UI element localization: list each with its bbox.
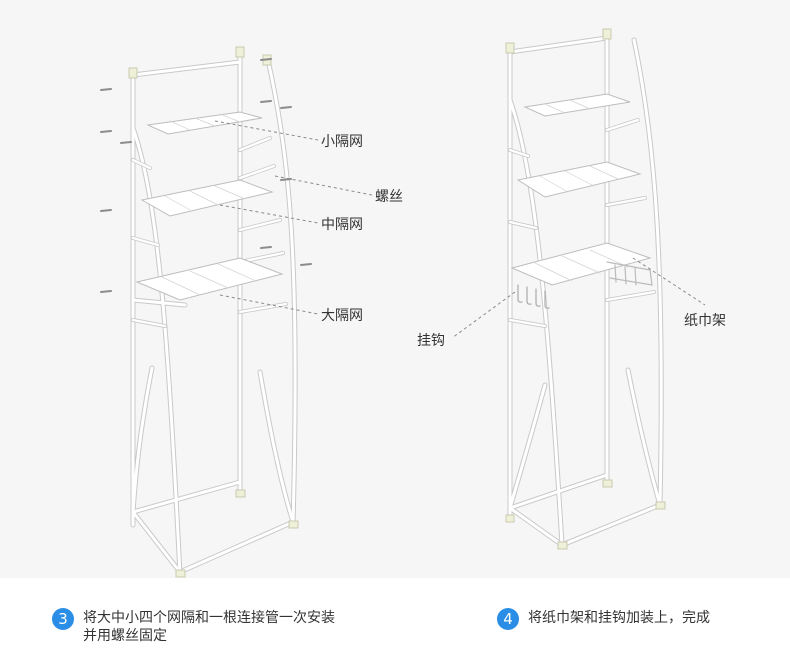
label-small-net: 小隔网: [321, 134, 363, 150]
step-number-badge: 3: [52, 608, 74, 630]
step-3: 3 将大中小四个网隔和一根连接管一次安装 并用螺丝固定: [52, 608, 335, 645]
label-towel-rack: 纸巾架: [684, 313, 726, 329]
label-large-net: 大隔网: [321, 308, 363, 324]
step-4: 4 将纸巾架和挂钩加装上，完成: [497, 608, 710, 630]
illustration-area: 小隔网 螺丝 中隔网 大隔网 挂钩 纸巾架: [100, 28, 726, 578]
step-description: 将纸巾架和挂钩加装上，完成: [528, 609, 710, 627]
label-screw: 螺丝: [375, 189, 403, 205]
step-line: 并用螺丝固定: [83, 628, 167, 644]
label-medium-net: 中隔网: [321, 217, 363, 233]
shelf-unit-left: [100, 46, 312, 578]
step-number-badge: 4: [497, 608, 519, 630]
label-hook: 挂钩: [417, 333, 445, 349]
step-description: 将大中小四个网隔和一根连接管一次安装 并用螺丝固定: [83, 609, 335, 645]
step-line: 将纸巾架和挂钩加装上，完成: [528, 610, 710, 626]
step-line: 将大中小四个网隔和一根连接管一次安装: [83, 610, 335, 626]
shelf-unit-right: [505, 28, 666, 550]
assembly-diagram: [100, 28, 706, 578]
